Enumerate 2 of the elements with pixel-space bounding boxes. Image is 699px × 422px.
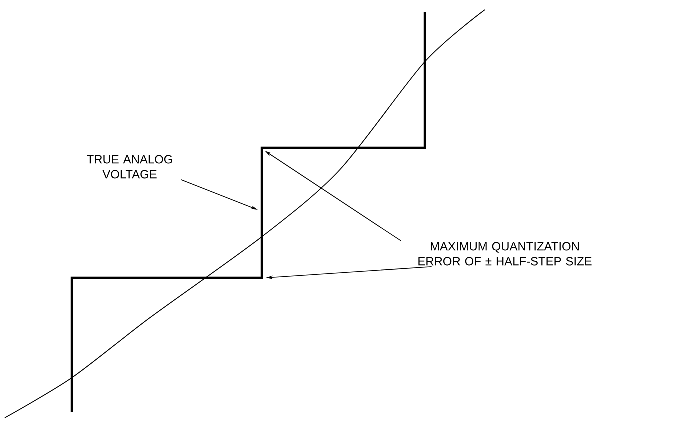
callout-text: MAXIMUM QUANTIZATION ERROR OF ± HALF-STEP SIZE xyxy=(418,242,592,266)
callout-text: TRUE ANALOG VOLTAGE xyxy=(87,155,172,179)
